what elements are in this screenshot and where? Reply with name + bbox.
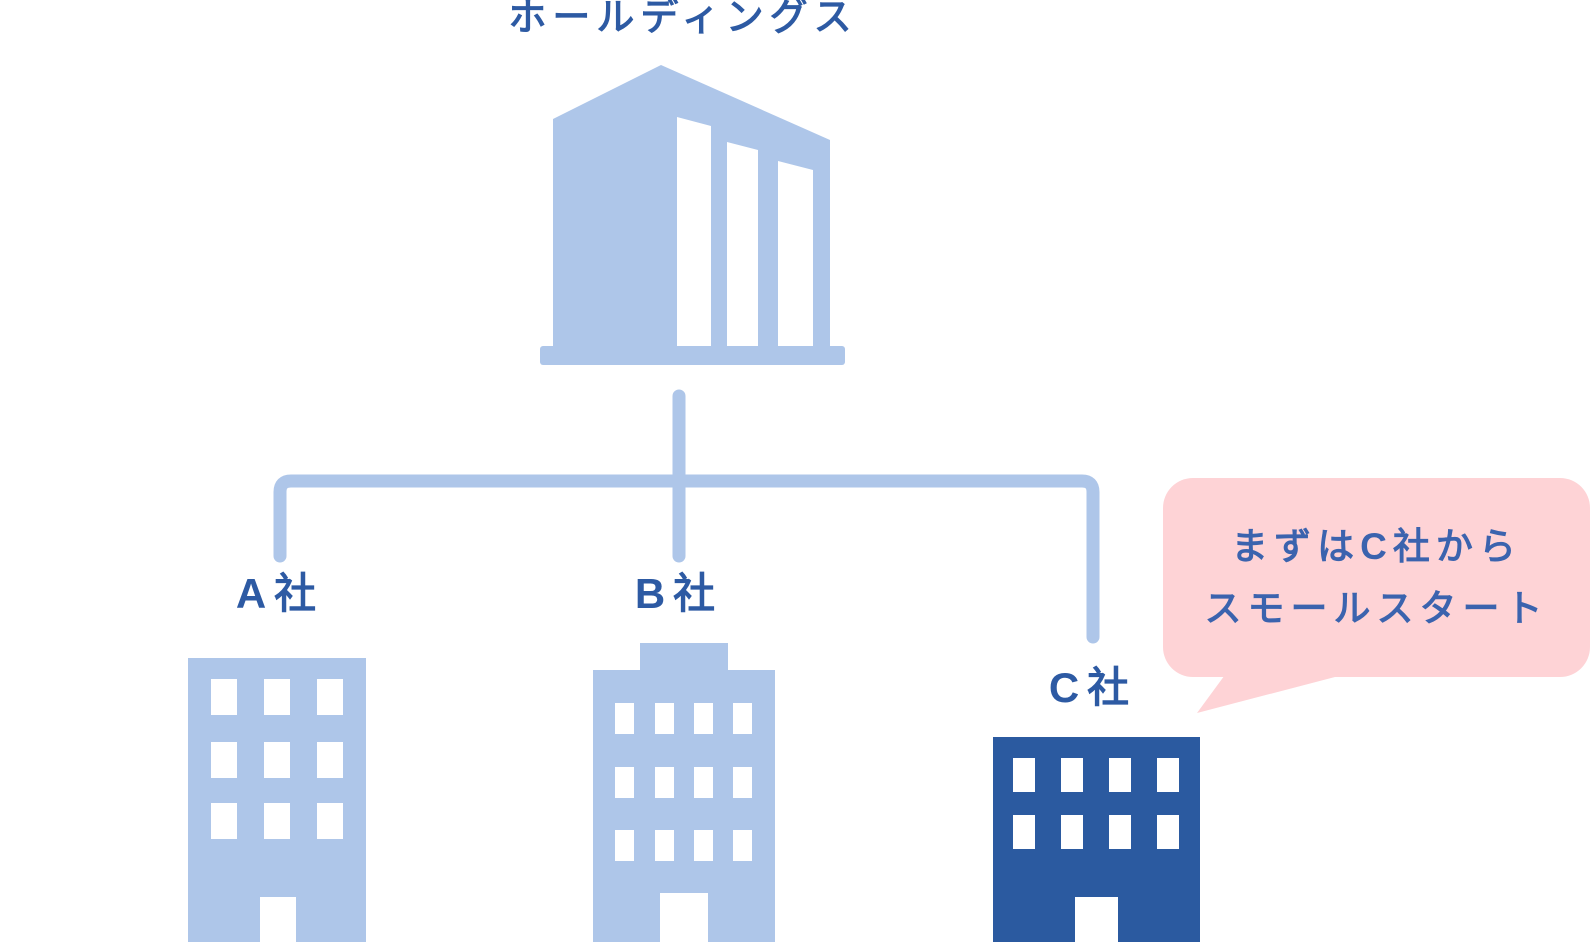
holdings-building-icon — [540, 65, 845, 365]
building-door — [1075, 897, 1118, 942]
chart-title: ホールディングス — [508, 0, 858, 39]
building-window — [211, 742, 237, 778]
building-window — [694, 703, 713, 734]
company-a-building-icon — [188, 658, 366, 942]
building-window — [211, 679, 237, 715]
building-window — [317, 742, 343, 778]
holdings-building-base — [540, 346, 845, 365]
speech-bubble-line2: スモールスタート — [1204, 587, 1549, 629]
building-window — [615, 767, 634, 798]
company-c-building-icon — [993, 737, 1200, 942]
connector-branch-lines — [273, 474, 1100, 644]
building-window — [615, 830, 634, 861]
building-door — [260, 897, 296, 942]
building-window — [655, 767, 674, 798]
building-window — [317, 679, 343, 715]
speech-bubble-body — [1163, 478, 1590, 677]
company-b-label: B社 — [634, 570, 724, 617]
company-a-label: A社 — [235, 570, 325, 617]
speech-bubble-line1: まずはC社から — [1231, 525, 1522, 567]
speech-bubble — [1163, 478, 1590, 713]
speech-bubble-text: まずはC社から スモールスタート — [1163, 478, 1590, 677]
building-window — [733, 703, 752, 734]
building-window — [694, 830, 713, 861]
building-window — [264, 742, 290, 778]
building-window — [1061, 815, 1083, 849]
building-window — [1157, 815, 1179, 849]
building-window — [615, 703, 634, 734]
company-c-label: C社 — [1048, 664, 1138, 711]
building-window — [778, 161, 813, 348]
building-window — [733, 830, 752, 861]
building-window — [1109, 815, 1131, 849]
building-window — [677, 117, 711, 348]
building-window — [727, 142, 758, 348]
building-window — [317, 803, 343, 839]
building-door — [660, 893, 708, 942]
company-b-building-icon — [593, 643, 775, 942]
building-window — [1157, 758, 1179, 792]
building-window — [655, 703, 674, 734]
building-window — [264, 803, 290, 839]
building-window — [694, 767, 713, 798]
building-window — [1061, 758, 1083, 792]
building-window — [1109, 758, 1131, 792]
building-window — [264, 679, 290, 715]
building-window — [211, 803, 237, 839]
building-window — [1013, 758, 1035, 792]
building-window — [733, 767, 752, 798]
building-window — [655, 830, 674, 861]
building-window — [1013, 815, 1035, 849]
